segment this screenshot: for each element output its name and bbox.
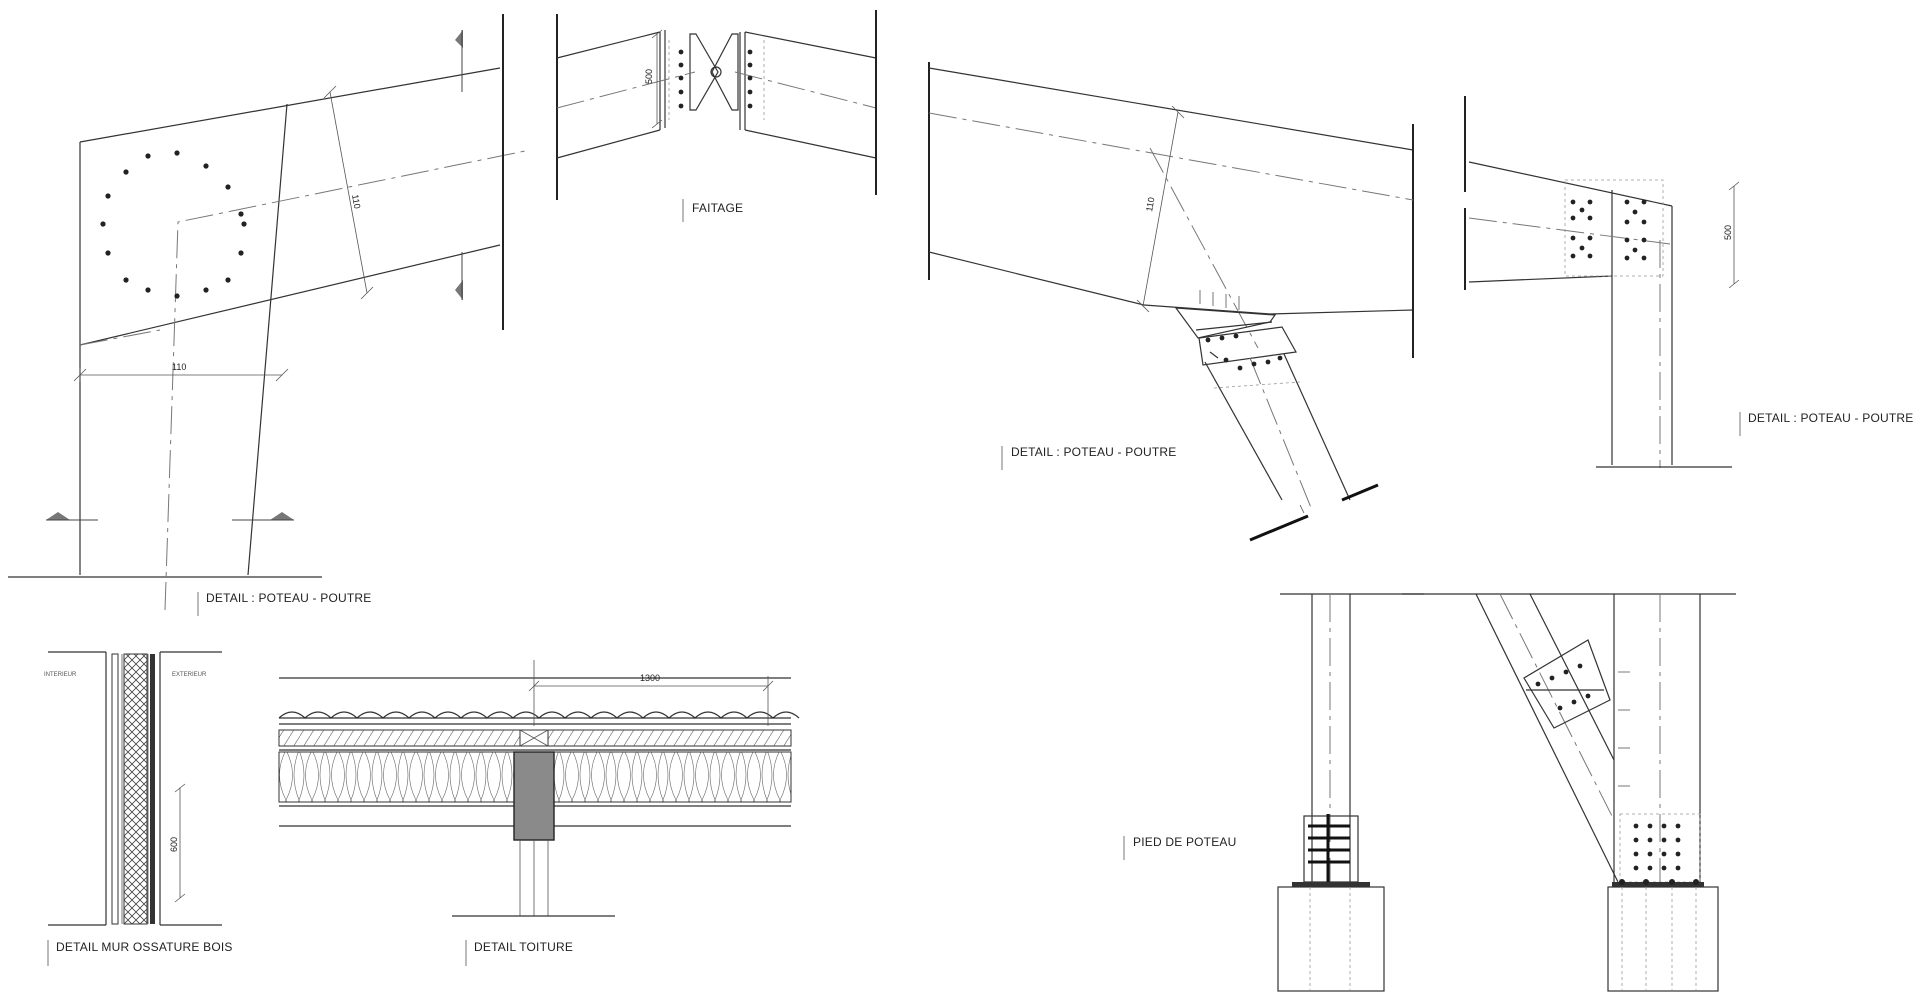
bolt-grid-foot — [1633, 823, 1681, 871]
dim-500-eave: 500 — [1723, 225, 1733, 240]
label-exterieur: EXTERIEUR — [172, 672, 207, 678]
detail-beam-strut: 110 DETAIL : POTEAU - POUTRE — [928, 62, 1414, 542]
detail-roof-section: 1300 DETAIL TOITURE — [278, 660, 800, 966]
detail-pied-de-poteau: PIED DE POTEAU — [1123, 593, 1736, 992]
section-marker-icon — [46, 512, 70, 520]
label-detail-poteau-poutre-2: DETAIL : POTEAU - POUTRE — [1011, 445, 1177, 459]
label-detail-poteau-poutre-1: DETAIL : POTEAU - POUTRE — [206, 591, 372, 605]
bolt-grid-left — [1570, 199, 1593, 259]
label-detail-poteau-poutre-3: DETAIL : POTEAU - POUTRE — [1748, 411, 1914, 425]
dim-110-diagonal: 110 — [350, 194, 362, 210]
dim-110-beam: 110 — [1144, 196, 1156, 212]
anchor-bolts-left — [1308, 814, 1350, 884]
dim-110-horizontal: 110 — [172, 362, 186, 372]
section-marker-icon — [270, 512, 294, 520]
bolt-ring — [100, 150, 247, 299]
label-detail-toiture: DETAIL TOITURE — [474, 940, 573, 954]
dim-600-wall: 600 — [169, 837, 179, 852]
dim-500-ridge: 500 — [644, 69, 654, 84]
label-mur-ossature: DETAIL MUR OSSATURE BOIS — [56, 940, 233, 954]
detail-knee-joint-left: 110 110 DETAIL : POTEAU - POUTRE — [8, 14, 558, 616]
section-marker-icon — [455, 30, 463, 48]
dim-1300-roof: 1300 — [640, 673, 660, 683]
label-faitage: FAITAGE — [692, 201, 743, 215]
label-pied-de-poteau: PIED DE POTEAU — [1133, 835, 1237, 849]
detail-faitage: 500 FAITAGE — [556, 10, 877, 222]
bolt-grid-right — [1624, 199, 1647, 261]
section-marker-icon — [455, 280, 463, 300]
detail-wall-section: INTERIEUR EXTERIEUR 600 DETAIL MUR OSSAT… — [44, 651, 233, 966]
label-interieur: INTERIEUR — [44, 672, 77, 678]
detail-eave-joint: 500 DETAIL : POTEAU - POUTRE — [1464, 96, 1914, 468]
